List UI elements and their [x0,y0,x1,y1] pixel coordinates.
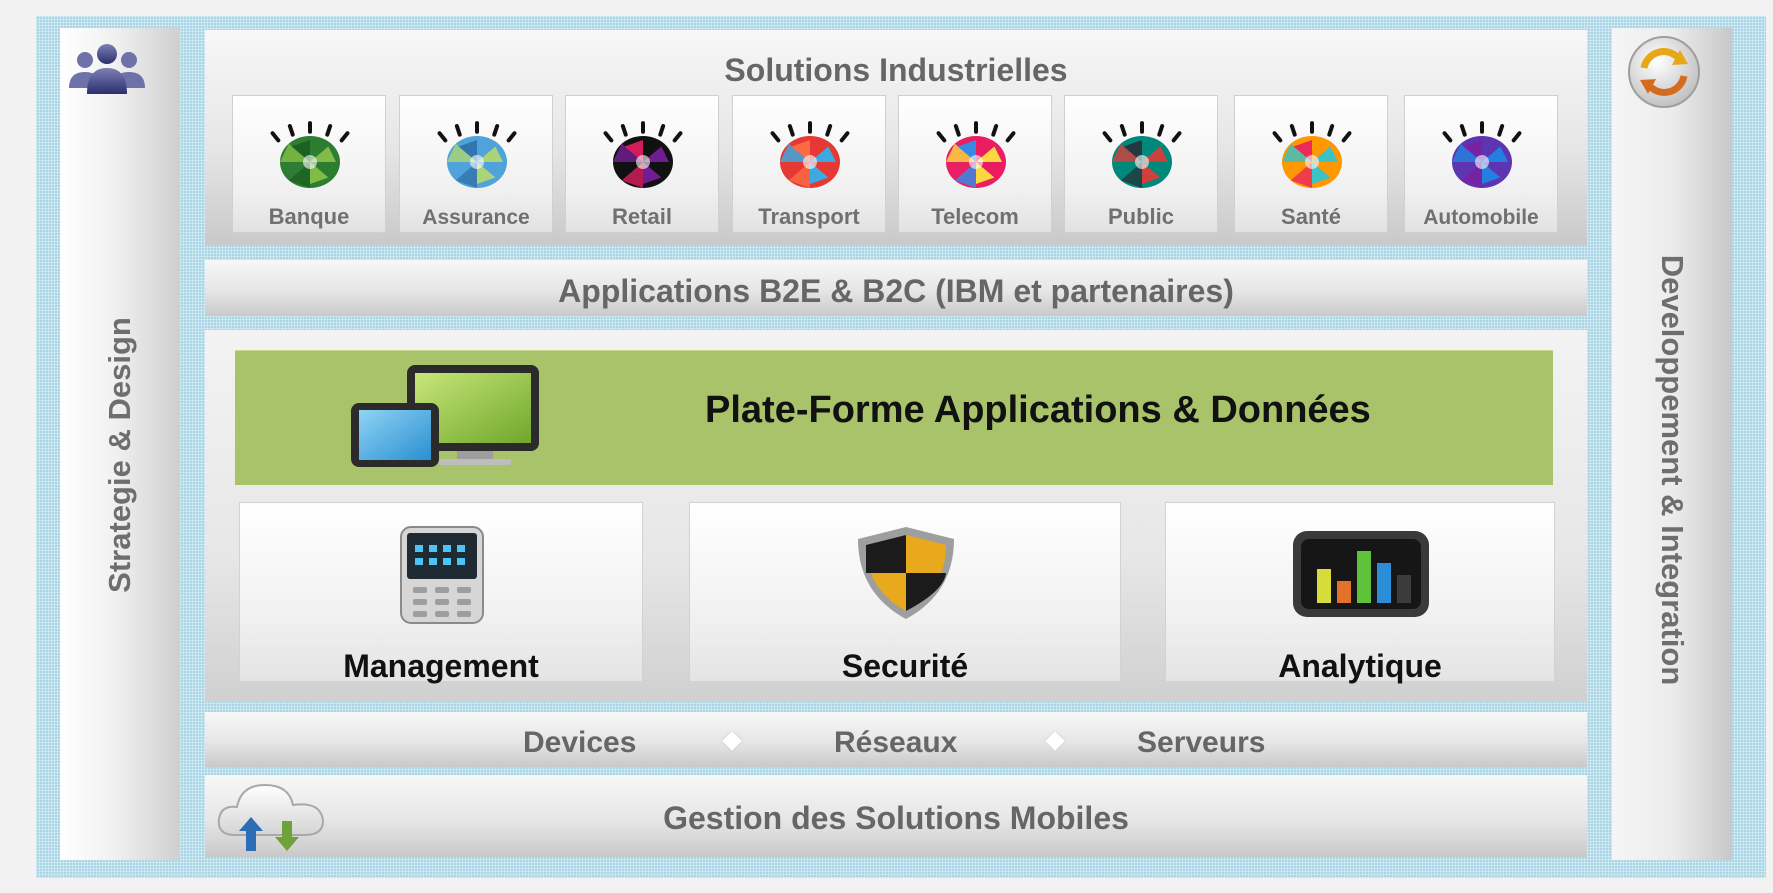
tile-label: Telecom [931,204,1019,229]
refresh-cycle-icon [1628,36,1700,108]
platform-section: Plate-Forme Applications & Données Manag… [205,330,1587,702]
tile-assurance[interactable]: Assurance [399,95,553,233]
separator-diamond [1045,731,1065,751]
tile-sante[interactable]: Santé [1234,95,1388,233]
management-box[interactable]: Management [239,502,643,684]
solutions-industrielles-title: Solutions Industrielles [724,52,1068,88]
tile-retail[interactable]: Retail [565,95,719,233]
cloud-sync-icon [217,783,325,851]
reseaux-label: Réseaux [834,726,958,759]
automobile-icon [1442,121,1522,188]
tile-label: Assurance [422,206,530,229]
tile-transport[interactable]: Transport [732,95,886,233]
serveurs-label: Serveurs [1137,726,1266,759]
analytique-label: Analytique [1278,648,1442,684]
tile-label: Public [1107,204,1174,229]
industry-tiles: Banque Assurance Retail Transport Teleco… [232,95,1577,233]
securite-label: Securité [841,648,969,684]
platform-banner: Plate-Forme Applications & Données [235,350,1553,485]
strategie-design-label: Strategie & Design [102,317,137,593]
developpement-integration-panel [1612,28,1732,860]
tile-label: Automobile [1423,206,1539,229]
analytique-box[interactable]: Analytique [1165,502,1555,684]
gestion-mobile-section: Gestion des Solutions Mobiles [205,775,1587,857]
tile-telecom[interactable]: Telecom [898,95,1052,233]
management-label: Management [343,648,539,684]
assurance-icon [437,121,517,188]
applications-title: Applications B2E & B2C (IBM et partenair… [558,273,1234,309]
telecom-icon [936,121,1016,188]
shield-icon [858,527,954,619]
tile-label: Transport [758,204,860,229]
public-icon [1102,121,1182,188]
tile-automobile[interactable]: Automobile [1404,95,1558,233]
devices-icon [351,365,539,467]
tile-label: Banque [268,204,350,229]
infrastructure-section: Devices Réseaux Serveurs [205,712,1587,767]
tile-banque[interactable]: Banque [232,95,386,233]
gestion-mobile-title: Gestion des Solutions Mobiles [663,800,1129,836]
people-icon [69,44,145,94]
tile-label: Retail [612,204,672,229]
solutions-industrielles-section: Solutions Industrielles Banque Assurance… [205,30,1587,245]
devices-label: Devices [523,726,637,759]
securite-box[interactable]: Securité [689,502,1121,684]
applications-section: Applications B2E & B2C (IBM et partenair… [205,260,1587,316]
banque-icon [270,121,350,188]
transport-icon [770,121,850,188]
sante-icon [1272,121,1352,188]
strategie-design-panel [60,28,180,860]
phone-icon [400,526,484,624]
platform-title: Plate-Forme Applications & Données [705,389,1371,431]
retail-icon [603,121,683,188]
tile-label: Santé [1281,204,1341,229]
developpement-integration-label: Developpement & Integration [1655,254,1690,686]
tile-public[interactable]: Public [1064,95,1218,233]
bar-chart-icon [1293,531,1429,617]
separator-diamond [722,731,742,751]
